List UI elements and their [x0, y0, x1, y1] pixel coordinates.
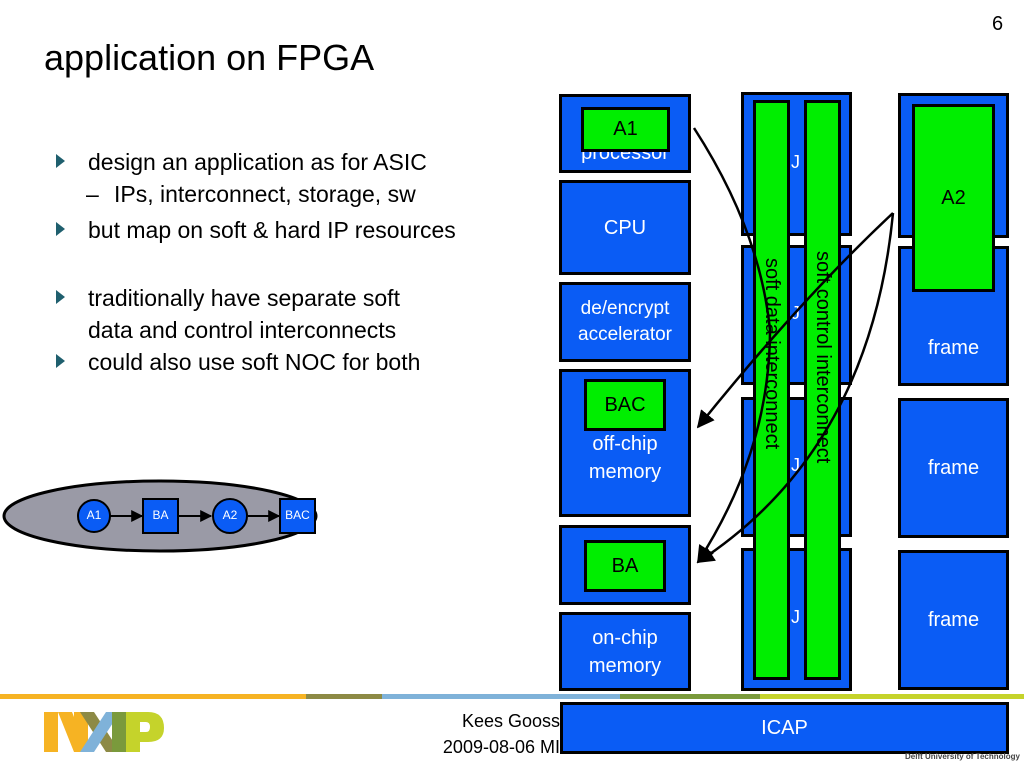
bullet-arrow-icon: [56, 290, 65, 304]
sub-bullet-text: IPs, interconnect, storage, sw: [114, 181, 416, 207]
node-bac-label: BAC: [285, 508, 310, 522]
soft-control-interconnect: soft control interconnect: [804, 100, 841, 680]
footer-bar-orange: [0, 694, 306, 699]
footer-bar-olive: [306, 694, 382, 699]
block-label: frame: [927, 609, 980, 631]
block-frame: frame: [898, 550, 1009, 690]
node-a1-label: A1: [86, 508, 102, 522]
footer-bar-lime: [760, 694, 1024, 699]
middle-glyph: J: [791, 303, 800, 323]
bullet-text: design an application as for ASIC: [88, 149, 427, 175]
block-accelerator: de/encrypt accelerator: [559, 282, 691, 362]
bullet-item: could also use soft NOC for both: [56, 346, 456, 378]
bullet-arrow-icon: [56, 354, 65, 368]
sub-bullet-item: – IPs, interconnect, storage, sw: [56, 178, 456, 210]
block-label: CPU: [603, 216, 647, 239]
footer-bar-green: [620, 694, 760, 699]
overlay-label: A2: [941, 186, 966, 209]
bullet-item: design an application as for ASIC: [56, 146, 456, 178]
bullet-list: design an application as for ASIC – IPs,…: [56, 146, 456, 378]
middle-glyph: J: [791, 607, 800, 627]
block-onchip-memory: on-chip memory: [559, 612, 691, 691]
block-label: frame: [927, 337, 980, 359]
interconnect-label: soft control interconnect: [812, 251, 834, 464]
node-ba-label: BA: [152, 508, 169, 522]
block-label: on-chip memory: [588, 626, 662, 677]
bullet-text: could also use soft NOC for both: [88, 349, 421, 375]
overlay-label: BAC: [604, 393, 646, 416]
overlay-label: A1: [613, 118, 638, 140]
node-a2-label: A2: [222, 508, 238, 522]
slide-title: application on FPGA: [44, 37, 375, 78]
bullet-item: but map on soft & hard IP resources: [56, 214, 456, 246]
overlay-ba: BA: [584, 540, 666, 592]
dash-icon: –: [86, 181, 99, 207]
overlay-bac: BAC: [584, 379, 666, 431]
bullet-arrow-icon: [56, 154, 65, 168]
middle-glyph: J: [791, 152, 800, 172]
footer-bar-blue: [382, 694, 620, 699]
block-label: frame: [927, 457, 980, 479]
overlay-label: BA: [611, 554, 639, 577]
overlay-a1: A1: [581, 107, 670, 152]
middle-glyph: J: [791, 455, 800, 475]
bullet-text: data and control interconnects: [88, 317, 397, 343]
block-offchip-memory: off-chip memory: [559, 369, 691, 517]
block-frame: frame: [898, 398, 1009, 538]
footer-date: 2009-08-06 MI: [442, 737, 560, 757]
bullet-text: but map on soft & hard IP resources: [88, 217, 456, 243]
university-label: Delft University of Technology: [905, 752, 1020, 761]
block-label: ICAP: [761, 717, 808, 739]
block-label: off-chip memory: [588, 433, 662, 483]
nxp-logo-icon: [44, 712, 164, 752]
block-label: de/encrypt accelerator: [578, 298, 672, 345]
footer-author: Kees Gooss: [461, 711, 560, 731]
block-cpu: CPU: [559, 180, 691, 275]
bullet-text: traditionally have separate soft: [88, 285, 400, 311]
overlay-a2: A2: [912, 104, 995, 292]
page-number: 6: [992, 13, 1004, 35]
bullet-continuation: data and control interconnects: [56, 314, 456, 346]
block-icap: ICAP: [560, 702, 1009, 754]
interconnect-label: soft data interconnect: [761, 258, 783, 450]
bullet-arrow-icon: [56, 222, 65, 236]
bullet-item: traditionally have separate soft: [56, 282, 456, 314]
soft-data-interconnect: soft data interconnect: [753, 100, 790, 680]
